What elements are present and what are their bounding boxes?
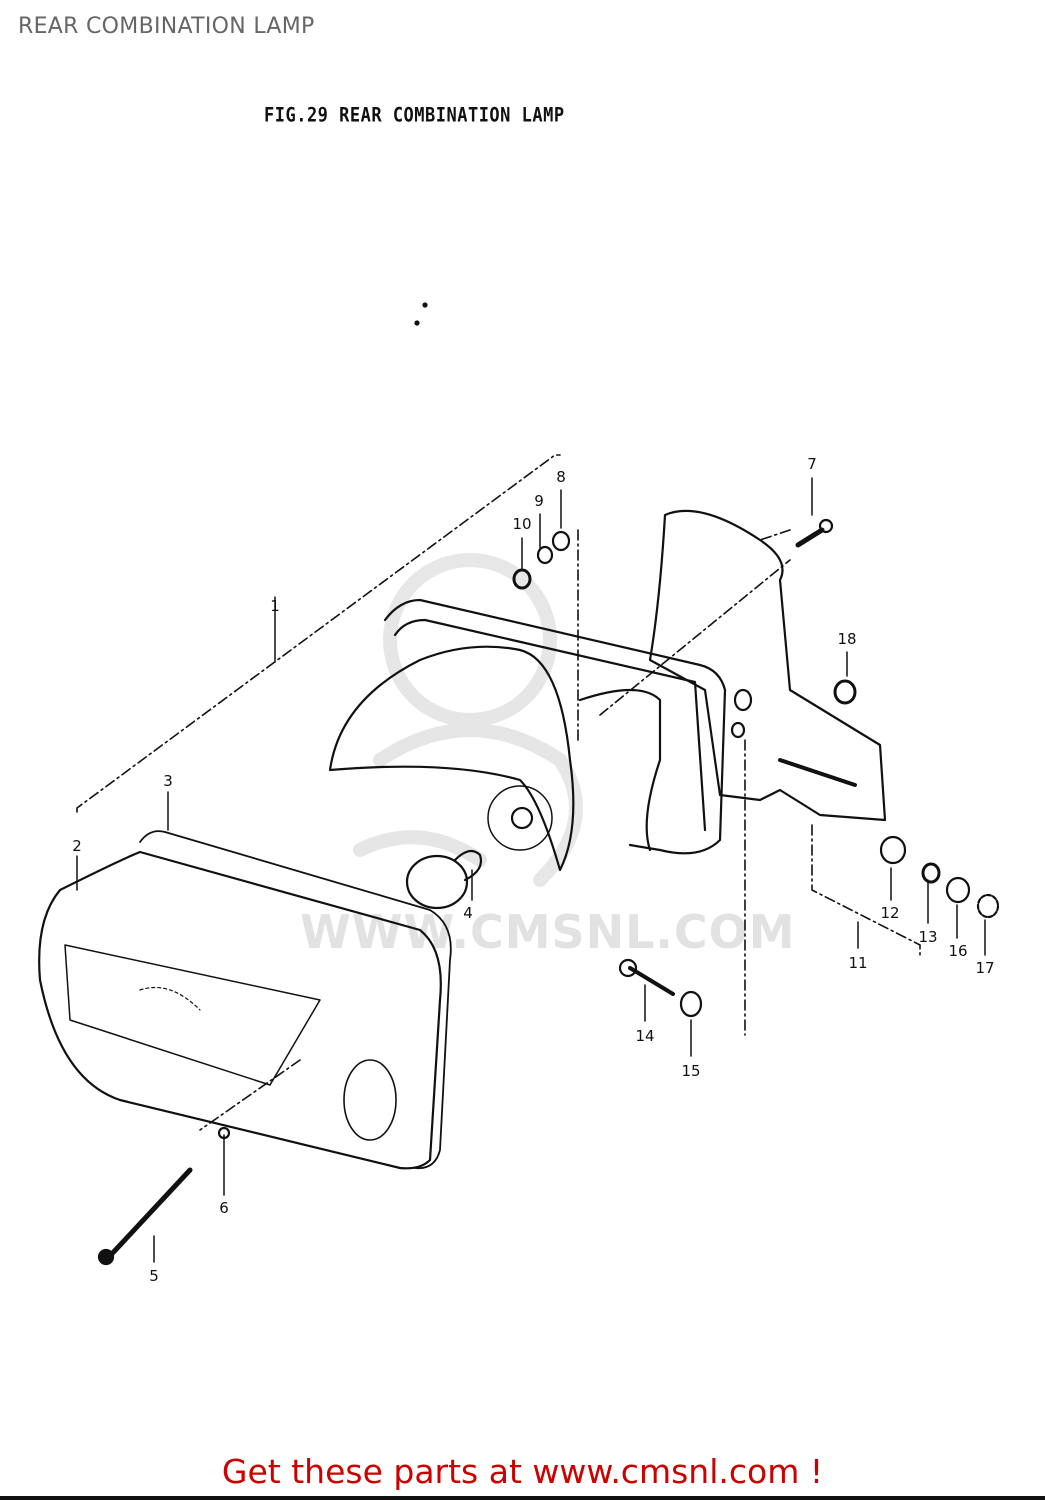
washer-16 — [945, 876, 971, 904]
callout-10: 10 — [512, 515, 532, 533]
leader-lines — [76, 454, 921, 1131]
callout-7: 7 — [807, 455, 817, 473]
callout-15: 15 — [681, 1062, 701, 1080]
nut-17 — [976, 893, 1000, 919]
callout-18: 18 — [837, 630, 857, 648]
long-screw — [97, 1167, 193, 1266]
washer-15 — [679, 990, 703, 1018]
bottom-divider — [0, 1496, 1045, 1500]
lamp-lens — [38, 850, 442, 1170]
watermark-logo — [353, 553, 583, 887]
cmsnl-link[interactable]: Get these parts at www.cmsnl.com ! — [221, 1452, 824, 1491]
bulb — [405, 849, 483, 910]
spacer-13 — [921, 862, 941, 884]
bolt-14 — [618, 958, 675, 996]
mounting-bracket — [648, 509, 887, 822]
callout-8: 8 — [556, 468, 566, 486]
callout-3: 3 — [163, 772, 173, 790]
washer-8 — [551, 530, 571, 552]
collar-12 — [879, 835, 907, 865]
callout-9: 9 — [534, 492, 544, 510]
bolt-7 — [795, 518, 834, 548]
page-title: REAR COMBINATION LAMP — [18, 14, 315, 39]
watermark-text: WWW.CMSNL.COM — [300, 905, 796, 959]
callout-16: 16 — [948, 942, 968, 960]
callout-12: 12 — [880, 904, 900, 922]
callout-13: 13 — [918, 928, 938, 946]
nut-18 — [833, 679, 857, 705]
callout-6: 6 — [219, 1199, 229, 1217]
figure-title: FIG.29 REAR COMBINATION LAMP — [264, 104, 565, 127]
callout-5: 5 — [149, 1267, 159, 1285]
lamp-base — [328, 598, 727, 872]
nut-10 — [512, 568, 532, 590]
callout-14: 14 — [635, 1027, 655, 1045]
callout-leaders — [76, 477, 986, 1263]
callout-4: 4 — [463, 904, 473, 922]
callout-17: 17 — [975, 959, 995, 977]
washer-9 — [536, 545, 554, 565]
callout-1: 1 — [270, 597, 280, 615]
callout-2: 2 — [72, 837, 82, 855]
callout-11: 11 — [848, 954, 868, 972]
lamp-gasket — [139, 830, 452, 1170]
